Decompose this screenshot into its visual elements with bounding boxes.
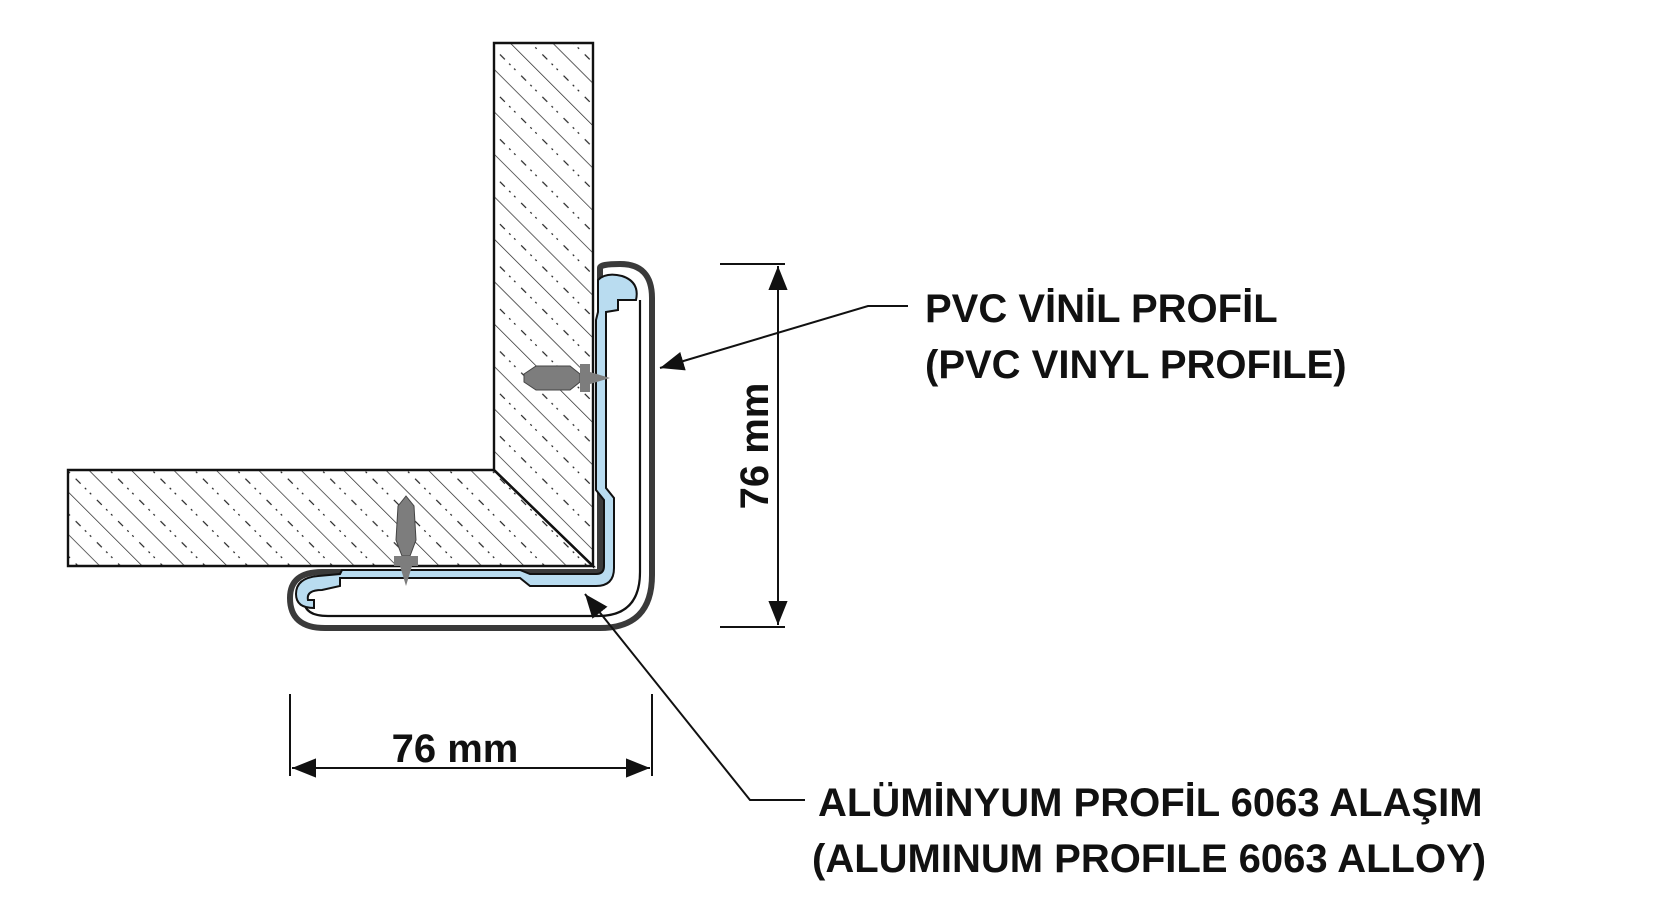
vertical-dimension: 76 mm bbox=[720, 263, 788, 628]
aluminum-label-line2: (ALUMINUM PROFILE 6063 ALLOY) bbox=[812, 837, 1486, 881]
pvc-vinyl-profile bbox=[294, 273, 638, 610]
anchor-body-floor bbox=[395, 495, 417, 557]
anchor-head-vertical-wall bbox=[580, 364, 590, 392]
anchor-tip-floor bbox=[400, 566, 412, 586]
pvc-label-line2: (PVC VINYL PROFILE) bbox=[925, 343, 1347, 387]
aluminum-callout: ALÜMİNYUM PROFİL 6063 ALAŞIM (ALUMINUM P… bbox=[584, 593, 1486, 881]
pvc-profile-vertical-leg bbox=[294, 273, 638, 610]
anchor-tip-vertical-wall bbox=[590, 372, 610, 384]
anchor-head-floor bbox=[394, 556, 418, 566]
aluminum-label-line1: ALÜMİNYUM PROFİL 6063 ALAŞIM bbox=[818, 780, 1483, 825]
horizontal-dimension: 76 mm bbox=[289, 694, 653, 778]
anchor-body-vertical-wall bbox=[523, 365, 581, 391]
pvc-callout: PVC VİNİL PROFİL (PVC VINYL PROFILE) bbox=[659, 287, 1347, 387]
aluminum-leader-line bbox=[584, 593, 805, 801]
wall-joint-line bbox=[493, 469, 594, 567]
aluminum-profile-shell bbox=[287, 261, 655, 631]
wall-anchor-vertical bbox=[394, 495, 418, 586]
horizontal-dimension-label: 76 mm bbox=[392, 727, 519, 771]
vertical-dimension-label: 76 mm bbox=[733, 383, 777, 510]
pvc-label-line1: PVC VİNİL PROFİL bbox=[925, 287, 1278, 331]
pvc-leader-line bbox=[659, 305, 908, 371]
wall-anchor-horizontal bbox=[523, 364, 610, 392]
wall-section bbox=[66, 41, 596, 569]
